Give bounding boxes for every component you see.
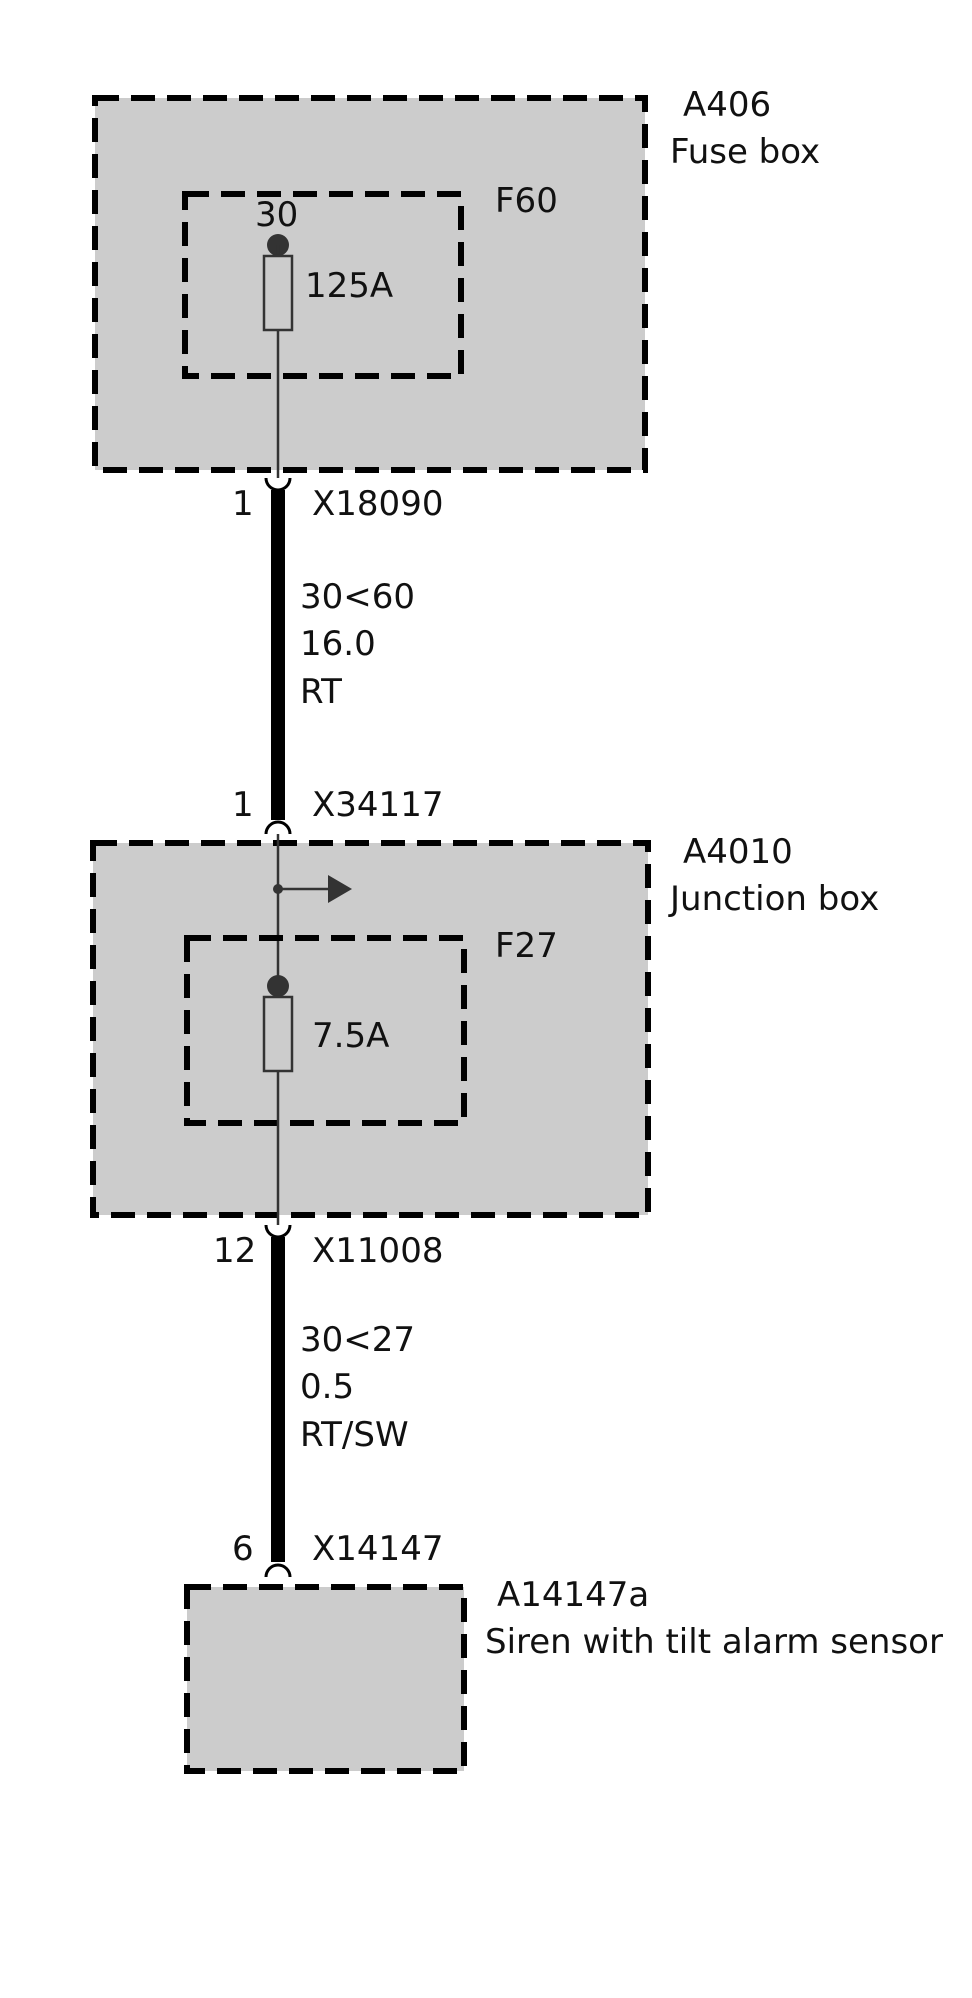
connector-x34117-id: X34117: [312, 785, 443, 825]
siren-id: A14147a: [497, 1575, 649, 1615]
fuse-box-a406: A406 Fuse box F60 30 125A: [92, 85, 820, 478]
branch-arrow-icon: [328, 875, 352, 903]
connector-x34117-pin: 1: [232, 785, 254, 825]
connector-x14147: 6 X14147: [232, 1529, 443, 1578]
wire-2-color: RT/SW: [300, 1415, 409, 1455]
fuse-f27-rating: 7.5A: [312, 1016, 389, 1056]
connector-x11008: 12 X11008: [213, 1224, 443, 1271]
fuse-box-id: A406: [683, 85, 771, 125]
fuse-f27-id: F27: [495, 926, 558, 966]
fuse-f60-id: F60: [495, 181, 558, 221]
junction-box-a4010: A4010 Junction box F27 7.5A: [90, 832, 879, 1225]
wire-1-signal: 30<60: [300, 577, 415, 617]
connector-x18090-pin: 1: [232, 484, 254, 524]
connector-x18090-hook: [264, 477, 292, 492]
connector-x34117-hook: [264, 820, 292, 835]
connector-x11008-id: X11008: [312, 1231, 443, 1271]
siren-a14147a: A14147a Siren with tilt alarm sensor: [184, 1575, 943, 1774]
fuse-f60-outline: [182, 191, 464, 379]
junction-box-id: A4010: [683, 832, 793, 872]
fuse-f27-outline: [184, 935, 467, 1126]
wire-2-size: 0.5: [300, 1367, 354, 1407]
fuse-box-outline: [92, 95, 648, 473]
connector-x11008-hook: [264, 1224, 292, 1239]
wire-2-signal: 30<27: [300, 1320, 415, 1360]
fuse-box-name: Fuse box: [670, 132, 820, 172]
wire-1-color: RT: [300, 672, 342, 712]
wire-1-size: 16.0: [300, 624, 376, 664]
fuse-f27-dot: [267, 975, 289, 997]
connector-x18090-id: X18090: [312, 484, 443, 524]
connector-x11008-pin: 12: [213, 1231, 256, 1271]
connector-x14147-hook: [264, 1563, 292, 1578]
fuse-f60-terminal: 30: [255, 195, 298, 235]
connector-x14147-id: X14147: [312, 1529, 443, 1569]
junction-box-name: Junction box: [668, 879, 879, 919]
siren-outline: [184, 1584, 467, 1774]
connector-x34117: 1 X34117: [232, 785, 443, 835]
fuse-f60-rating: 125A: [305, 266, 393, 306]
connector-x18090: 1 X18090: [232, 477, 443, 524]
connector-x14147-pin: 6: [232, 1529, 254, 1569]
siren-name: Siren with tilt alarm sensor: [485, 1622, 943, 1662]
